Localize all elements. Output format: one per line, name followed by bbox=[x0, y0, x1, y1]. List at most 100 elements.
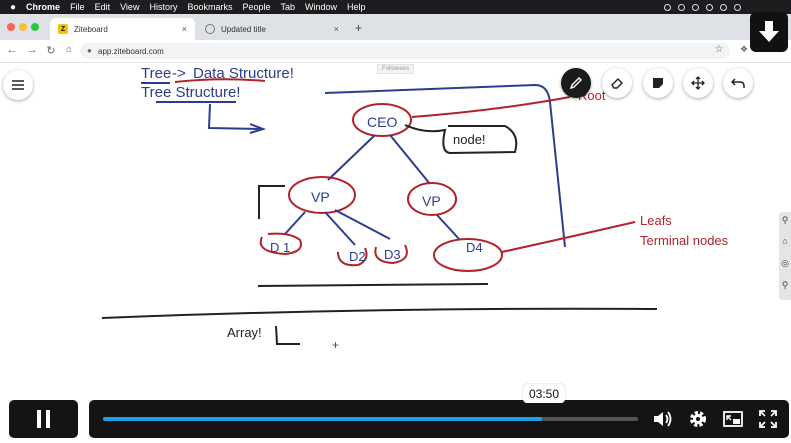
browser-tab-strip: Z Ziteboard × Updated title × + bbox=[0, 14, 791, 40]
pause-icon bbox=[37, 410, 50, 428]
menu-tab[interactable]: Tab bbox=[280, 2, 296, 12]
sticky-note-tool-button[interactable] bbox=[643, 68, 673, 98]
fullscreen-icon[interactable] bbox=[757, 408, 779, 430]
vp-right-node: VP bbox=[422, 193, 441, 209]
volume-icon[interactable] bbox=[651, 408, 673, 430]
target-icon[interactable]: ◎ bbox=[781, 258, 789, 268]
menu-file[interactable]: File bbox=[70, 2, 85, 12]
tab-updated-title[interactable]: Updated title × bbox=[197, 18, 347, 40]
menu-edit[interactable]: Edit bbox=[94, 2, 111, 12]
vp-right-circle bbox=[407, 182, 457, 216]
edge-vp-d3 bbox=[334, 209, 391, 240]
divider-line bbox=[101, 307, 658, 319]
edge-vp-d1 bbox=[284, 211, 306, 235]
menu-view[interactable]: View bbox=[120, 2, 140, 12]
menu-people[interactable]: People bbox=[242, 2, 271, 12]
lock-icon: ● bbox=[87, 46, 92, 55]
status-icons bbox=[664, 0, 741, 14]
undo-icon bbox=[731, 78, 745, 88]
pen-icon bbox=[569, 77, 582, 90]
followees-tag[interactable]: Followees bbox=[377, 64, 415, 74]
zoom-out-icon[interactable]: ⚲ bbox=[781, 280, 789, 290]
menu-window[interactable]: Window bbox=[305, 2, 338, 12]
leafs-pointer bbox=[501, 221, 636, 253]
move-tool-button[interactable] bbox=[683, 68, 713, 98]
vp-left-node: VP bbox=[311, 189, 330, 205]
move-icon bbox=[691, 76, 705, 90]
download-arrow-icon bbox=[759, 21, 779, 42]
wifi-icon[interactable] bbox=[720, 3, 727, 11]
home-icon[interactable]: ⌂ bbox=[782, 236, 788, 246]
reload-icon[interactable]: ↻ bbox=[46, 45, 56, 57]
terminal-nodes-label: Terminal nodes bbox=[640, 233, 729, 248]
edge-ceo-vp-left bbox=[327, 134, 376, 181]
timer-icon[interactable] bbox=[692, 3, 699, 11]
tree-arrow: -> bbox=[172, 65, 186, 82]
sticky-note-icon bbox=[653, 78, 663, 88]
side-toolbar: ⚲ ⌂ ◎ ⚲ bbox=[779, 212, 791, 300]
settings-gear-icon[interactable] bbox=[687, 408, 709, 430]
array-bracket bbox=[275, 325, 300, 345]
menu-bookmarks[interactable]: Bookmarks bbox=[187, 2, 233, 12]
back-arrow-icon[interactable]: ← bbox=[6, 44, 18, 56]
d2-node: D2 bbox=[349, 249, 366, 264]
bracket-left bbox=[258, 185, 285, 219]
edge-vp-d2 bbox=[324, 211, 356, 246]
root-pointer bbox=[411, 96, 571, 118]
eraser-tool-button[interactable] bbox=[602, 68, 632, 98]
canvas-cursor: + bbox=[332, 338, 339, 352]
tree-base-line bbox=[257, 283, 489, 287]
close-window-button[interactable] bbox=[7, 23, 15, 31]
ziteboard-favicon-icon: Z bbox=[58, 24, 68, 34]
battery-icon[interactable] bbox=[734, 3, 741, 11]
home-icon[interactable]: ⌂ bbox=[65, 44, 73, 55]
data-structure-underline bbox=[174, 78, 266, 83]
tab-ziteboard[interactable]: Z Ziteboard × bbox=[50, 18, 195, 40]
apple-icon[interactable]: ● bbox=[10, 1, 17, 13]
bookmark-star-icon[interactable]: ☆ bbox=[714, 44, 724, 55]
close-tab-icon[interactable]: × bbox=[333, 24, 339, 34]
tree-structure-text: Tree Structure! bbox=[141, 84, 240, 101]
menu-button[interactable] bbox=[3, 70, 33, 100]
tab-title: Updated title bbox=[221, 24, 266, 34]
record-icon[interactable] bbox=[664, 3, 671, 11]
data-structure-text: Data Structure! bbox=[193, 65, 294, 82]
hamburger-icon bbox=[12, 80, 24, 90]
node-note-bubble bbox=[404, 124, 518, 155]
menu-chrome[interactable]: Chrome bbox=[26, 2, 61, 12]
ceo-circle bbox=[352, 103, 412, 137]
menu-help[interactable]: Help bbox=[347, 2, 366, 12]
extensions-icon[interactable]: ❖ bbox=[739, 44, 749, 54]
d2-circle bbox=[337, 247, 368, 267]
d4-circle bbox=[433, 238, 503, 272]
whiteboard-canvas[interactable]: Tree -> Data Structure! Tree Structure! … bbox=[0, 62, 791, 396]
info-icon[interactable] bbox=[678, 3, 685, 11]
minimize-window-button[interactable] bbox=[19, 23, 27, 31]
picture-in-picture-icon[interactable] bbox=[722, 408, 744, 430]
d1-circle bbox=[259, 232, 302, 256]
browser-toolbar: ← → ↻ ⌂ ● app.ziteboard.com ☆ ❖ bbox=[0, 40, 791, 63]
menu-history[interactable]: History bbox=[149, 2, 178, 12]
edge-ceo-vp-right bbox=[389, 134, 431, 185]
seek-bar-progress bbox=[103, 417, 542, 421]
bluetooth-icon[interactable] bbox=[706, 3, 713, 11]
d3-circle bbox=[374, 244, 408, 265]
ceo-node: CEO bbox=[367, 114, 397, 130]
address-bar[interactable]: ● app.ziteboard.com bbox=[80, 43, 730, 59]
pen-tool-button[interactable] bbox=[561, 68, 591, 98]
close-tab-icon[interactable]: × bbox=[181, 24, 187, 34]
zoom-in-icon[interactable]: ⚲ bbox=[781, 215, 789, 225]
tab-title: Ziteboard bbox=[74, 24, 108, 34]
maximize-window-button[interactable] bbox=[31, 23, 39, 31]
undo-button[interactable] bbox=[723, 68, 753, 98]
download-button[interactable] bbox=[750, 12, 788, 52]
d4-node: D4 bbox=[466, 240, 483, 255]
seek-bar[interactable] bbox=[103, 417, 638, 421]
edge-vp-d4 bbox=[436, 214, 461, 241]
url-text: app.ziteboard.com bbox=[98, 46, 164, 56]
new-tab-button[interactable]: + bbox=[355, 21, 363, 35]
d3-node: D3 bbox=[384, 247, 401, 262]
vp-left-circle bbox=[288, 176, 356, 214]
forward-arrow-icon[interactable]: → bbox=[26, 44, 38, 56]
pause-button[interactable] bbox=[9, 400, 78, 438]
